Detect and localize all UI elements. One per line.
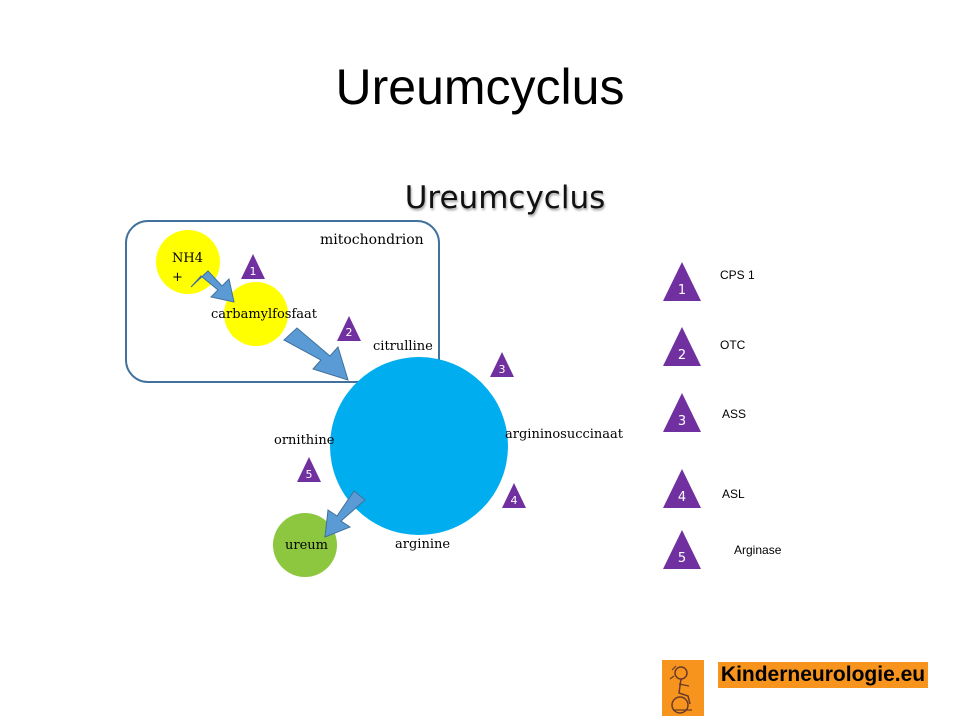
mitochondrion-label: mitochondrion [320,232,424,248]
ornithine-label: ornithine [274,433,335,448]
svg-text:CPS 1: CPS 1 [720,268,755,282]
legend-item-1: 1 CPS 1 [663,262,755,301]
svg-text:Arginase: Arginase [734,543,782,557]
step-marker-4: 4 [502,483,526,508]
slide-title: Ureumcyclus [335,59,625,115]
legend-item-3: 3 ASS [663,393,746,432]
svg-text:2: 2 [678,348,686,363]
ureum-node [273,513,337,577]
arrow-arginine-to-ureum [324,490,366,538]
arrow-carbamylfosfaat-to-citrulline [283,327,349,381]
step-marker-1: 1 [241,254,265,279]
svg-text:3: 3 [499,363,506,376]
svg-text:ASL: ASL [722,487,745,501]
step-marker-2: 2 [337,316,361,341]
svg-text:1: 1 [250,265,257,278]
svg-text:4: 4 [511,494,518,507]
svg-text:4: 4 [678,490,686,505]
nh4-label: NH4 + [172,251,207,285]
svg-text:2: 2 [346,326,353,339]
svg-text:ASS: ASS [722,407,746,421]
brand-banner[interactable]: Kinderneurologie.eu [718,662,928,688]
svg-text:5: 5 [306,468,313,481]
kinderneurologie-logo-icon [662,660,704,716]
arginine-label: arginine [395,537,450,552]
step-marker-5: 5 [297,457,321,482]
svg-text:OTC: OTC [720,338,746,352]
svg-text:1: 1 [678,283,686,298]
svg-text:5: 5 [678,551,686,566]
carbamylfosfaat-label: carbamylfosfaat [211,307,318,322]
figure-title: Ureumcyclus [404,180,606,216]
legend-item-2: 2 OTC [663,327,746,366]
cycle-circle [330,357,508,535]
ureum-label: ureum [285,538,328,553]
step-marker-3: 3 [490,352,514,377]
mitochondrion-compartment [125,220,440,383]
arrow-nh4-to-carbamylfosfaat [190,270,235,303]
citrulline-label: citrulline [373,339,433,354]
legend-item-4: 4 ASL [663,469,745,508]
legend-item-5: 5 Arginase [663,530,782,569]
legend: 1 CPS 1 2 OTC 3 ASS 4 ASL 5 Arginase [663,262,782,569]
carbamylfosfaat-node [224,282,288,346]
argininosuccinaat-label: argininosuccinaat [505,427,624,442]
svg-text:3: 3 [678,414,686,429]
